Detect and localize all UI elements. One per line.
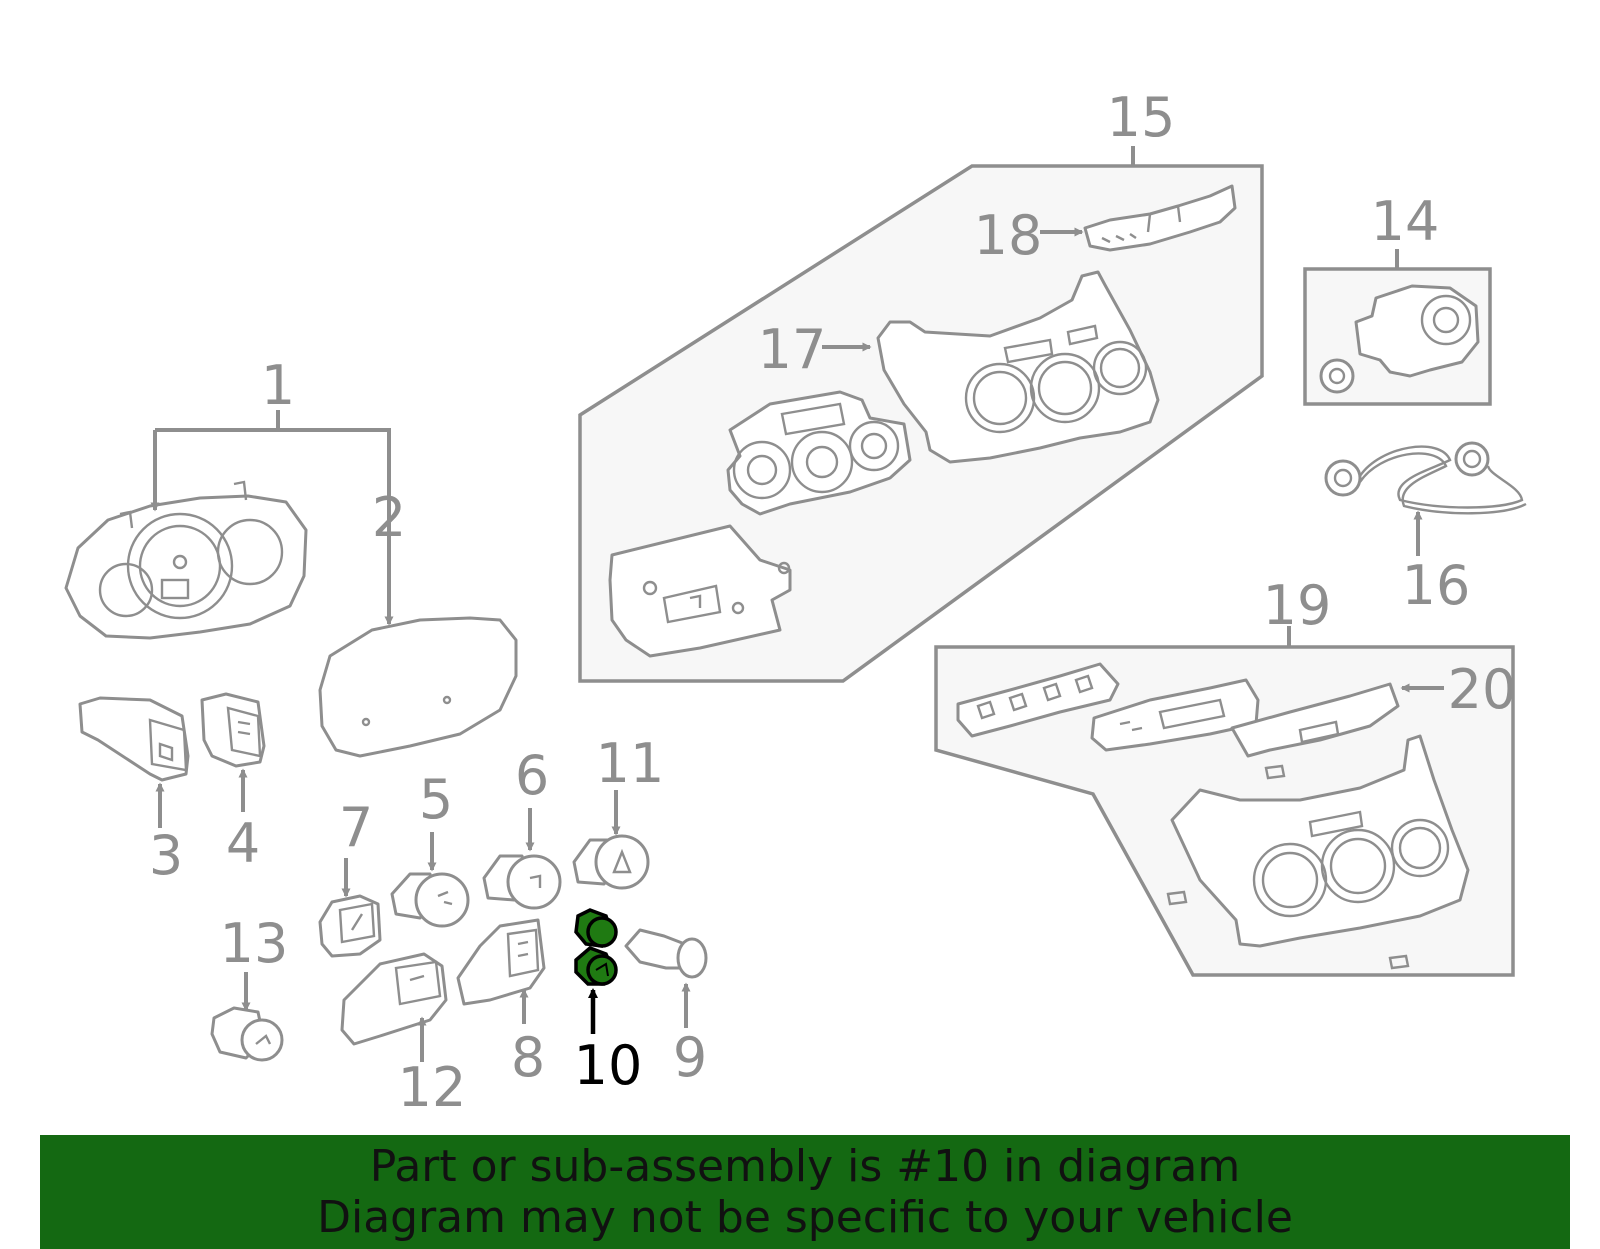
part-2-cluster-lens: [318, 616, 518, 758]
part-13-button: [210, 1006, 284, 1062]
callout-4: 4: [226, 812, 260, 875]
callout-19: 19: [1263, 574, 1332, 637]
callout-9: 9: [673, 1026, 707, 1089]
part-14-ignition-switch: [1319, 284, 1480, 394]
part-5-knob-switch: [390, 872, 470, 928]
callout-11: 11: [596, 732, 665, 795]
part-10-highlighted: [574, 908, 618, 986]
callout-8: 8: [511, 1026, 545, 1089]
part-4-switch: [200, 692, 266, 768]
part-17-bezel: [876, 270, 1160, 464]
banner-line-2: Diagram may not be specific to your vehi…: [317, 1192, 1293, 1243]
part-1-instrument-cluster: [64, 480, 308, 640]
callout-5: 5: [419, 768, 453, 831]
part-19-clips: [1166, 764, 1410, 970]
part-7-switch: [318, 894, 382, 958]
callout-1: 1: [261, 354, 295, 417]
callout-20: 20: [1448, 658, 1517, 721]
callout-17: 17: [758, 318, 827, 381]
callout-13: 13: [220, 912, 289, 975]
part-19-bezel: [1170, 734, 1470, 948]
callout-7: 7: [339, 796, 373, 859]
banner-line-1: Part or sub-assembly is #10 in diagram: [369, 1141, 1241, 1192]
callout-15: 15: [1107, 86, 1176, 149]
part-6-knob-switch: [482, 854, 562, 910]
part-11-hazard-switch: [572, 834, 650, 890]
control-module-board: [608, 524, 792, 658]
part-9-lighter: [624, 928, 708, 979]
part-8-switch-block: [456, 918, 546, 1006]
callout-6: 6: [515, 744, 549, 807]
part-19-board-a: [956, 662, 1120, 738]
part-18-trim-strip: [1083, 184, 1237, 252]
callout-2: 2: [372, 486, 406, 549]
part-12-switch-block: [340, 952, 448, 1046]
callout-12: 12: [398, 1056, 467, 1119]
part-3-switch: [78, 696, 190, 782]
info-banner: Part or sub-assembly is #10 in diagram D…: [40, 1135, 1570, 1249]
callout-14: 14: [1371, 190, 1440, 253]
callout-16: 16: [1402, 554, 1471, 617]
part-20-trim-strip: [1230, 682, 1400, 758]
callout-3: 3: [149, 824, 183, 887]
part-16-cable: [1324, 441, 1527, 515]
callout-10: 10: [574, 1034, 643, 1097]
climate-control-unit: [726, 390, 912, 516]
callout-18: 18: [974, 204, 1043, 267]
